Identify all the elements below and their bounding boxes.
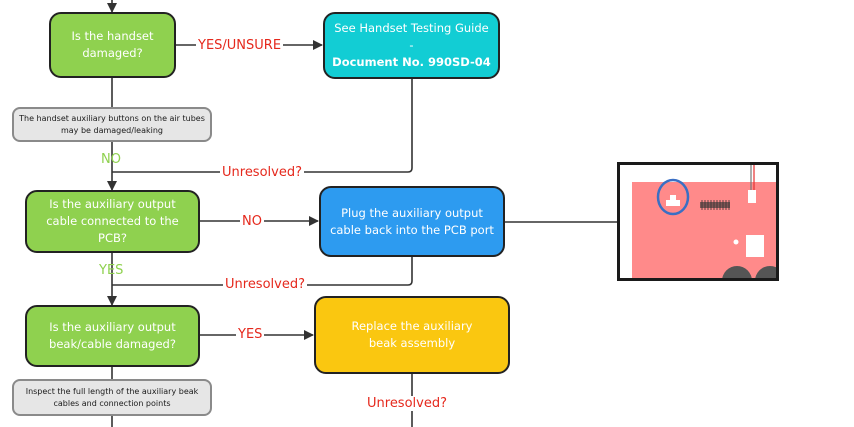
action-text: Replace the auxiliary beak assembly [351, 319, 473, 350]
pcb-component [755, 266, 776, 278]
note-inspect-cables: Inspect the full length of the auxiliary… [12, 379, 212, 416]
edge-plug-return [112, 257, 413, 286]
label-yes: YES [99, 263, 124, 278]
highlight-circle [656, 178, 690, 216]
decision-handset-damaged: Is the handset damaged? [49, 12, 176, 78]
label-unresolved: Unresolved? [223, 277, 307, 292]
decision-text: Is the auxiliary output beak/cable damag… [49, 320, 176, 351]
edge-guide-return [112, 79, 413, 173]
action-replace-beak: Replace the auxiliary beak assembly [314, 296, 510, 374]
document-number: Document No. 990SD-04 [332, 55, 491, 69]
auxiliary-port [666, 195, 680, 206]
pcb-connector [748, 190, 756, 203]
decision-text: Is the handset damaged? [71, 29, 154, 60]
note-text: Inspect the full length of the auxiliary… [25, 386, 199, 408]
action-see-testing-guide: See Handset Testing Guide - Document No.… [323, 12, 500, 79]
label-unresolved: Unresolved? [365, 396, 449, 411]
decision-beak-damaged: Is the auxiliary output beak/cable damag… [25, 305, 200, 367]
note-air-tubes: The handset auxiliary buttons on the air… [12, 107, 212, 142]
pcb-illustration [632, 165, 776, 278]
decision-cable-connected: Is the auxiliary output cable connected … [25, 190, 200, 253]
pcb-component [722, 266, 752, 278]
label-yes: YES [236, 327, 265, 342]
action-text: Plug the auxiliary output cable back int… [330, 205, 494, 237]
label-no: NO [101, 152, 121, 167]
decision-text: Is the auxiliary output cable connected … [46, 197, 179, 245]
action-text-line1: See Handset Testing Guide - [334, 21, 489, 52]
action-plug-cable: Plug the auxiliary output cable back int… [319, 186, 505, 257]
label-unresolved: Unresolved? [220, 165, 304, 180]
label-no: NO [240, 214, 264, 229]
pcb-photo [617, 162, 779, 281]
note-text: The handset auxiliary buttons on the air… [19, 113, 205, 135]
label-yes-unsure: YES/UNSURE [196, 38, 284, 53]
